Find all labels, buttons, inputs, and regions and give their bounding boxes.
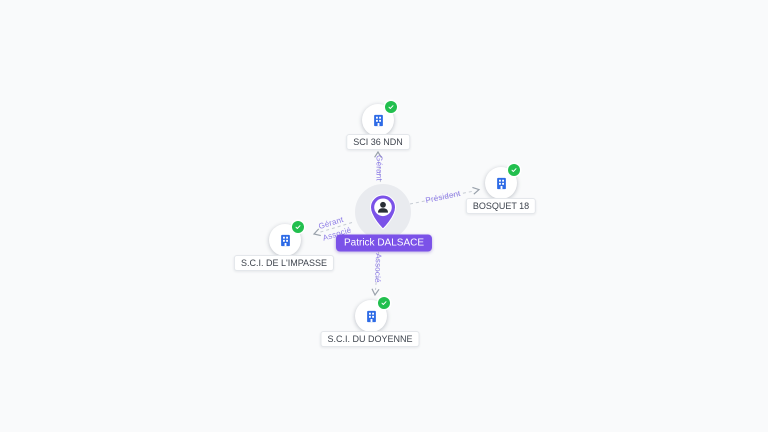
company-circle-bosquet-18[interactable] — [485, 164, 520, 199]
building-icon — [373, 114, 383, 126]
company-label-sci-du-doyenne[interactable]: S.C.I. DU DOYENNE — [320, 331, 420, 347]
building-icon — [496, 177, 506, 189]
verified-check-icon — [508, 164, 520, 176]
company-circle-sci-du-doyenne[interactable] — [355, 297, 390, 332]
company-label-bosquet-18[interactable]: BOSQUET 18 — [465, 198, 537, 214]
company-label-sci-36-ndn[interactable]: SCI 36 NDN — [346, 134, 410, 150]
company-circle-sci-36-ndn[interactable] — [362, 101, 397, 136]
edge-label-associe-bottom: Associé — [372, 253, 383, 283]
building-icon — [280, 234, 290, 246]
edge-label-president: Président — [424, 188, 462, 206]
verified-check-icon — [385, 101, 397, 113]
person-pin-icon[interactable] — [369, 194, 397, 230]
company-circle-sci-de-limpasse[interactable] — [269, 221, 304, 256]
edge-arrow-bottom-icon — [371, 288, 380, 297]
person-label[interactable]: Patrick DALSACE — [335, 234, 433, 252]
edge-label-gerant-top: Gérant — [374, 155, 384, 181]
edge-arrow-right-icon — [472, 186, 481, 195]
verified-check-icon — [378, 297, 390, 309]
building-icon — [366, 310, 376, 322]
company-label-sci-de-limpasse[interactable]: S.C.I. DE L'IMPASSE — [233, 255, 335, 271]
verified-check-icon — [292, 221, 304, 233]
